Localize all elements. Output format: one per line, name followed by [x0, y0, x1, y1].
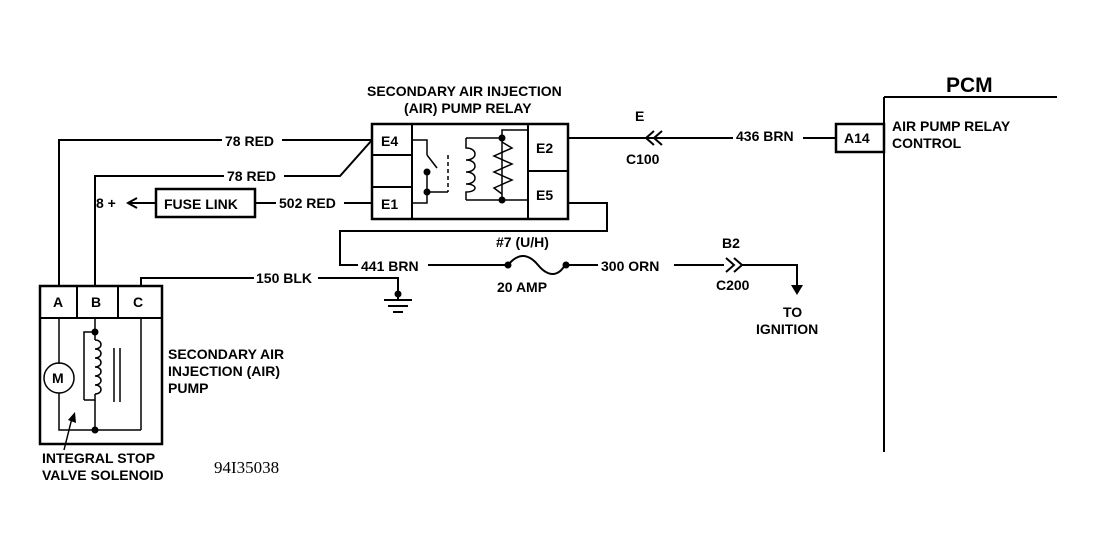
figure-id: 94I35038: [214, 458, 279, 477]
relay-terminal-e1: E1: [381, 196, 398, 212]
fuse-7: #7 (U/H) 20 AMP: [496, 234, 570, 295]
solenoid-pointer-arrow-icon: [68, 412, 76, 423]
pcm-terminal-a14-label: A14: [844, 130, 870, 146]
solenoid-pointer: [63, 417, 73, 451]
connector-c200-label: C200: [716, 277, 750, 293]
air-pump: A B C M: [38, 284, 164, 446]
wire-78-red-mid-label: 78 RED: [227, 168, 276, 184]
solenoid-coil: [94, 339, 102, 395]
ignition-arrow-icon: [791, 285, 803, 295]
wire-78-red-mid: [94, 139, 373, 286]
solenoid-label-2: VALVE SOLENOID: [42, 467, 164, 483]
fuse-7-rating: 20 AMP: [497, 279, 547, 295]
pump-terminal-c: C: [133, 294, 143, 310]
relay-switch-arm: [426, 154, 438, 169]
connector-c100-label: C100: [626, 151, 660, 167]
pump-label-1: SECONDARY AIR: [168, 346, 284, 362]
solenoid-label-1: INTEGRAL STOP: [42, 450, 155, 466]
fuse-link-label: FUSE LINK: [164, 196, 238, 212]
wire-300-orn-label: 300 ORN: [601, 258, 659, 274]
pcm-signal-label-2: CONTROL: [892, 135, 962, 151]
connector-c200-pin: B2: [722, 235, 740, 251]
pump-terminal-a: A: [53, 294, 63, 310]
pump-label-2: INJECTION (AIR): [168, 363, 280, 379]
wire-502-red-label: 502 RED: [279, 195, 336, 211]
connector-c200: B2 C200: [716, 235, 750, 293]
pcm-title: PCM: [946, 74, 993, 97]
svg-text:78 RED: 78 RED: [225, 133, 274, 149]
pump-terminal-b: B: [91, 294, 101, 310]
pump-label-3: PUMP: [168, 380, 208, 396]
wire-436-brn-label: 436 BRN: [736, 128, 794, 144]
wire-441-brn-label: 441 BRN: [361, 258, 419, 274]
relay-resistor: [492, 141, 514, 195]
relay-terminal-e4: E4: [381, 133, 398, 149]
fuse-link-source: 8 +: [96, 195, 116, 211]
ignition-label-1: TO: [783, 304, 802, 320]
relay-title-2: (AIR) PUMP RELAY: [404, 100, 532, 116]
connector-c100-pin: E: [635, 108, 644, 124]
air-pump-relay: SECONDARY AIR INJECTION (AIR) PUMP RELAY…: [367, 83, 570, 221]
pcm-signal-label-1: AIR PUMP RELAY: [892, 118, 1011, 134]
relay-terminal-e5: E5: [536, 187, 553, 203]
fuse-7-name: #7 (U/H): [496, 234, 549, 250]
fuse-link-box: [154, 187, 257, 219]
fuse-link-arrow: [125, 197, 138, 209]
air-pump-body: [38, 284, 164, 446]
motor-label: M: [52, 370, 64, 386]
relay-terminal-e2: E2: [536, 140, 553, 156]
fuse-7-symbol: [507, 255, 566, 275]
ground-icon: [384, 299, 412, 313]
relay-coil: [465, 138, 476, 200]
relay-title-1: SECONDARY AIR INJECTION: [367, 83, 562, 99]
ignition-label-2: IGNITION: [756, 321, 818, 337]
connector-c100: E C100: [626, 108, 663, 167]
wire-150-blk-label: 150 BLK: [256, 270, 312, 286]
pcm-module: PCM A14 AIR PUMP RELAY CONTROL: [834, 74, 1057, 452]
wire-to-ignition: [742, 264, 798, 291]
